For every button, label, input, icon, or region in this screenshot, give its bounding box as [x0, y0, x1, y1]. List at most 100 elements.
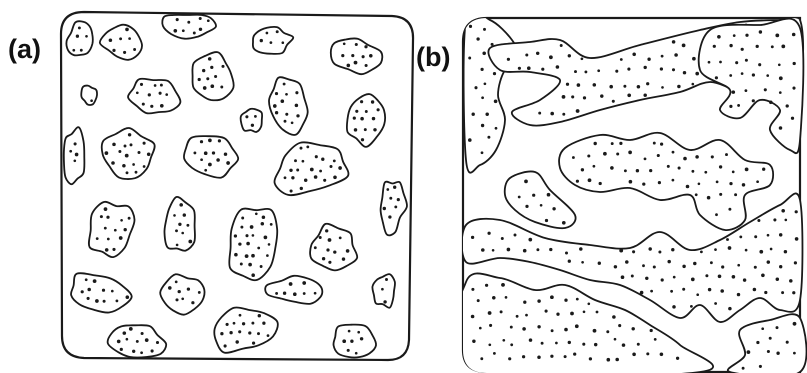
droplet-dot [175, 229, 178, 232]
network-region-dot [579, 247, 583, 251]
droplet-dot [120, 219, 123, 222]
network-region-dot [537, 299, 540, 302]
network-region-dot [795, 237, 799, 241]
droplet-dot [136, 91, 139, 94]
droplet-dot [193, 32, 196, 35]
droplet-dot [300, 147, 303, 150]
droplet-dot [284, 120, 287, 123]
droplet-dot [78, 26, 81, 29]
network-region-dot [779, 91, 782, 94]
network-region-dot [593, 165, 596, 168]
network-region-dot [795, 210, 798, 213]
droplet-dot [106, 216, 109, 219]
droplet-dot [319, 170, 322, 173]
network-region-dot [654, 338, 657, 341]
network-region-dot [518, 67, 521, 70]
droplet-dot [251, 124, 254, 127]
droplet-dot [128, 37, 131, 40]
network-region-dot [715, 76, 718, 79]
droplet-dot [285, 93, 288, 96]
droplet-dot [116, 300, 119, 303]
droplet-dot [212, 151, 215, 154]
network-region-dot [619, 142, 622, 145]
network-region-dot [682, 265, 685, 268]
network-region-dot [793, 322, 797, 326]
droplet-dot [176, 244, 179, 247]
network-region-dot [493, 72, 496, 75]
network-region-dot [672, 305, 676, 309]
droplet-dot [120, 348, 123, 351]
droplet-dot [333, 176, 337, 180]
droplet-dot [216, 158, 220, 162]
network-region-dot [661, 86, 664, 89]
network-region-dot [732, 90, 736, 94]
network-region-dot [766, 74, 769, 77]
network-region-dot [737, 104, 740, 107]
network-region-dot [541, 342, 544, 345]
network-region-dot [487, 136, 490, 139]
network-region-dot [761, 327, 764, 330]
network-region-dot [582, 343, 585, 346]
network-region-dot [500, 310, 503, 313]
network-region-dot [481, 68, 484, 71]
droplet-dot [220, 86, 223, 89]
droplet-dot [141, 332, 144, 335]
network-region-dot [622, 343, 626, 347]
network-region-dot [720, 289, 724, 293]
network-region-dot [492, 296, 496, 300]
droplet-dot [69, 150, 72, 153]
network-region-dot [672, 68, 675, 71]
droplet-dot [182, 29, 185, 32]
droplet-dot [81, 290, 84, 293]
network-region-dot [714, 302, 717, 305]
network-region-dot [734, 193, 737, 196]
network-region-dot [674, 53, 678, 57]
droplet-dot [117, 340, 121, 344]
network-region-dot [581, 168, 584, 171]
droplet-dot [235, 340, 238, 343]
droplet-dot [284, 176, 287, 179]
droplet-dot [260, 39, 263, 42]
droplet-dot [268, 243, 271, 246]
network-region-dot [570, 312, 574, 316]
network-region-dot [742, 367, 745, 370]
droplet-dot [187, 21, 190, 24]
droplet-dot [200, 158, 203, 161]
network-region-dot [770, 248, 773, 251]
droplet-dot [254, 115, 257, 118]
network-region-dot [745, 249, 748, 252]
droplet-dot [326, 248, 329, 251]
network-region-dot [610, 166, 614, 170]
network-region-dot [704, 171, 707, 174]
network-region-dot [779, 76, 783, 80]
network-region-dot [705, 274, 708, 277]
network-region-dot [524, 180, 528, 184]
droplet-dot [328, 261, 331, 264]
droplet-outline [333, 325, 376, 358]
network-region-dot [764, 291, 767, 294]
droplet-dot [183, 213, 186, 216]
droplet-dot [339, 237, 342, 240]
network-region-dot [711, 155, 714, 158]
droplet-dot [123, 51, 126, 54]
droplet-dot [150, 105, 153, 108]
droplet-dot [371, 100, 374, 103]
network-region-dot [574, 70, 577, 73]
droplet-dot [262, 322, 265, 325]
network-region-dot [692, 83, 695, 86]
network-region-dot [667, 165, 670, 168]
droplet-dot [333, 160, 336, 163]
network-region-dot [645, 277, 648, 280]
network-region-dot [484, 82, 487, 85]
droplet-dot [160, 104, 164, 108]
network-region-dot [741, 48, 744, 51]
droplet-dot [218, 139, 221, 142]
network-region-dot [627, 93, 631, 97]
droplet-dot [186, 224, 189, 227]
network-region-dot [677, 85, 680, 88]
droplet-dot [270, 223, 273, 226]
network-region-dot [487, 232, 490, 235]
network-region-dot [564, 355, 567, 358]
network-region-dot [587, 302, 590, 305]
droplet-dot [119, 236, 123, 240]
